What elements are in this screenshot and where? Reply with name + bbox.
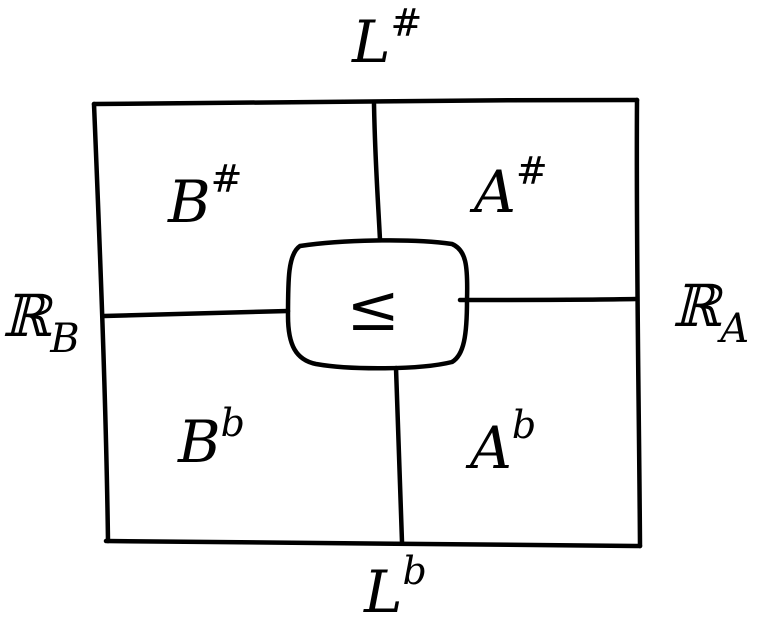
left-label: ℝB [2,282,80,362]
frame-left-edge [91,101,111,544]
divider-top-vertical [371,101,383,243]
frame-top-edge [91,97,640,107]
quadrant-bottom-right-label: Ab [465,403,536,482]
quadrant-top-left-label: B# [167,157,242,236]
divider-bottom-vertical [393,365,405,545]
center-order-box [285,238,470,371]
divider-right-horizontal [457,296,640,303]
quadrant-top-right-label: A# [469,149,548,226]
center-relation-symbol: ≤ [346,272,400,346]
frame-bottom-edge [103,538,643,549]
frame-right-edge [634,97,643,549]
quadrant-bottom-left-label: Bb [177,401,245,476]
right-label: ℝA [672,272,749,352]
divider-left-horizontal [101,308,291,319]
top-label: L# [351,1,422,76]
bottom-label: Lb [363,549,427,621]
